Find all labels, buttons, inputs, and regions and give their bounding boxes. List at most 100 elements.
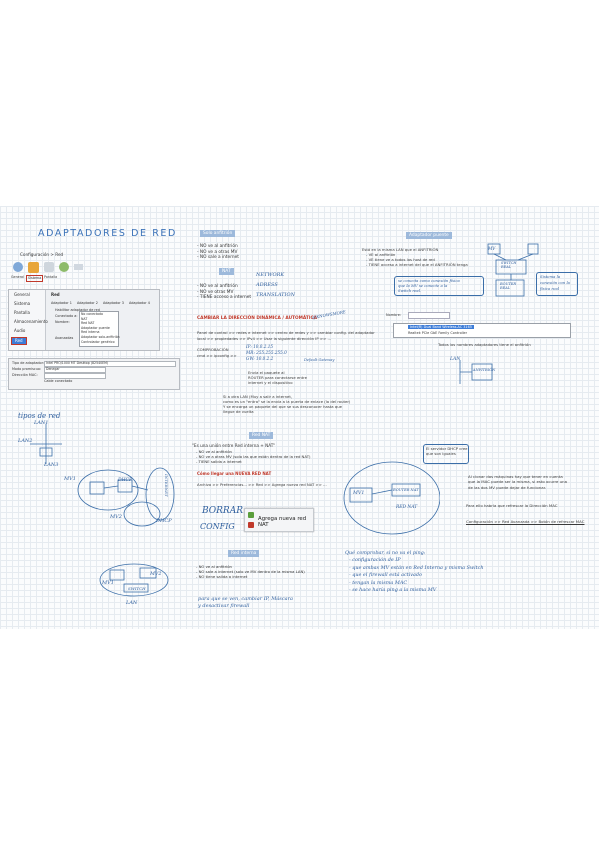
dinamica-heading: CAMBIAR LA DIRECCIÓN DINÁMICA / AUTOMÁTI… (197, 316, 317, 321)
ri-switch-label: SWITCH (128, 586, 146, 591)
puente-below-text: Todos los nombres adaptadores tiene el a… (438, 342, 531, 347)
nic-select[interactable] (408, 312, 450, 319)
puente-hand2-1: conexión con la (540, 280, 570, 285)
ri-mv1-label: MV1 (102, 580, 114, 586)
ip-note-2: GW: 10.0.2.2 (246, 356, 274, 361)
tab-adapter-2[interactable]: Adaptador 2 (77, 301, 98, 305)
tag-red-interna: Red interna (228, 550, 260, 557)
adv-row-1-value: Denegar (46, 367, 60, 371)
remove-network-icon[interactable] (248, 522, 254, 528)
storage-icon[interactable] (59, 262, 69, 272)
adv-row-1-select[interactable]: Denegar (44, 367, 106, 373)
adv-row-0-label: Tipo de adaptador: (12, 361, 45, 365)
advanced-toggle[interactable]: Avanzadas (55, 336, 74, 340)
ip-note-0: IP: 10.0.2.15 (246, 344, 274, 349)
red-nat-list: - NO ve al anfitrión - NO ve a otras MV … (196, 449, 311, 464)
system-icon[interactable] (28, 262, 39, 273)
comp-line-2: - que ambas MV están en Red Interna y mi… (349, 564, 484, 571)
red-interna-sketch (99, 563, 169, 597)
nic-option-1[interactable]: Realtek PCIe GbE Family Controller (408, 330, 468, 335)
tab-adapter-3[interactable]: Adaptador 3 (103, 301, 124, 305)
option-5[interactable]: Adaptador solo-anfitrión (81, 335, 120, 339)
option-6[interactable]: Controlador genérico (81, 339, 115, 344)
switch-real-0: SWITCH (501, 261, 517, 265)
nat-mv-label: MV1 (64, 476, 76, 482)
puente-hand-1: que la MV se conecte a la (398, 283, 448, 289)
add-network-icon[interactable] (248, 512, 254, 518)
nat-item-2: - TIENE acceso a internet (197, 295, 252, 301)
adv-row-2-label: Dirección MAC: (12, 373, 38, 377)
mac-config-path: Configuración >> Red Avanzada >> Botón d… (466, 519, 585, 524)
comp-line-1: - configuración de IP (349, 557, 401, 564)
audio-icon[interactable] (74, 264, 83, 270)
sa-item-2: - NO sale a internet (197, 255, 239, 261)
nic-option-0[interactable]: Intel(R) Dual Band Wireless-AC 3165 (408, 324, 474, 330)
enable-adapter-checkbox[interactable]: Habilitar adaptador de red (55, 308, 100, 312)
sidebar-item-storage[interactable]: Almacenamiento (14, 319, 48, 324)
option-2[interactable]: Red NAT (81, 321, 95, 326)
ri-lan-label: LAN (126, 600, 138, 606)
sidebar-item-display[interactable]: Pantalla (14, 310, 30, 315)
nat-acronym: NETWORK ADRESS TRANSLATION (256, 270, 295, 300)
router-note-1: ROUTER para conectarse entre (248, 375, 307, 380)
dhcp-mv-label: MV1 (353, 491, 365, 496)
router-real-1: REAL (500, 286, 511, 291)
cable-connected-checkbox[interactable]: Cable conectado (44, 379, 73, 383)
nat-mv2-label: MV2 (110, 514, 122, 520)
tab-adapter-1[interactable]: Adaptador 1 (51, 301, 72, 305)
general-icon[interactable] (13, 262, 23, 272)
puente-line-2: - VE tiene ve a todos los host de red (366, 257, 435, 262)
dhcp-router-label: ROUTER NAT (393, 488, 419, 492)
nat-internet-label: INTERNET (164, 474, 169, 497)
mac-paragraph: Al clonar dos máquinas hay que tener en … (468, 474, 567, 490)
adv-row-0-select[interactable]: Intel PRO/1000 MT Desktop (82540EM) (44, 361, 176, 367)
tag-red-nat: Red NAT (249, 432, 274, 439)
add-nat-menu-item[interactable]: Agrega nueva red (258, 516, 307, 522)
nat-dhcp2-label: DHCP (156, 518, 172, 524)
nic-dropdown[interactable]: Intel(R) Dual Band Wireless-AC 3165 Real… (393, 323, 571, 338)
lan-anfitrion-sketch (459, 360, 493, 384)
option-0[interactable]: No conectado (81, 312, 103, 316)
option-1[interactable]: NAT (81, 316, 88, 321)
sidebar-item-system[interactable]: Sistema (14, 301, 31, 306)
nat-note-0: NETWORK (256, 272, 285, 278)
panel-title: Red (51, 292, 60, 297)
switch-real-1: REAL (501, 265, 512, 270)
adv-row-0-value: Intel PRO/1000 MT Desktop (82540EM) (46, 361, 109, 365)
mac-line-2: de las dos MV puede dejar de funcionar. (468, 484, 547, 490)
toolbar-label-0: General (11, 275, 24, 279)
puente-mv-label: MV (488, 246, 496, 251)
connect-label: Conectado a: (55, 314, 78, 318)
config-window: General Sistema Pantalla Almacenamiento … (8, 289, 160, 351)
notes-sheet: ADAPTADORES DE RED Configuración > Red G… (0, 206, 599, 629)
sidebar-item-network[interactable]: Red (11, 337, 27, 345)
add-nat-menu-item-2[interactable]: NAT (258, 522, 269, 528)
mac-line-0: Al clonar dos máquinas hay que tener en … (468, 474, 563, 479)
sidebar-item-general[interactable]: General (14, 292, 30, 297)
tag-nat: NAT (219, 268, 234, 275)
dhcp-callout-1: que son iguales (426, 451, 456, 456)
sa-item-1: - NO ve a otras MV (197, 249, 238, 255)
tipos-heading: tipos de red (18, 412, 61, 420)
comprobar-list: Qué comprobar, si no va el ping: - confi… (345, 550, 484, 594)
option-4[interactable]: Red interna (81, 330, 100, 335)
add-nat-menu: Agrega nueva red NAT (244, 508, 314, 532)
mac-address-field[interactable] (44, 373, 106, 379)
option-3[interactable]: Adaptador puente (81, 325, 110, 330)
red-nat-quote: "Es una unión entre Red interna + NAT" (192, 443, 276, 448)
attached-to-dropdown[interactable]: No conectado NAT Red NAT Adaptador puent… (79, 311, 120, 347)
puente-line-0: Está en la misma LAN que el ANFITRIÓN (362, 247, 439, 252)
dhcp-callout: El servidor DHCP cree que son iguales (423, 444, 469, 464)
lan-sketch (30, 424, 62, 464)
router-real: ROUTER REAL (500, 282, 516, 290)
comp-line-0: Qué comprobar, si no va el ping: (345, 550, 426, 556)
new-red-nat-heading: Cómo llegar una NUEVA RED NAT (197, 471, 272, 476)
tab-adapter-4[interactable]: Adaptador 4 (129, 301, 150, 305)
ip-note-1: MR: 255.255.255.0 (246, 350, 287, 355)
nat-note-2: TRANSLATION (256, 292, 295, 298)
lan-label-3: LAN3 (44, 462, 59, 468)
sidebar-item-audio[interactable]: Audio (14, 328, 26, 333)
gateway-note: Default Gateway (304, 358, 335, 362)
para-line-2: Y se encarga un paquete del que se sus d… (223, 404, 342, 409)
display-icon[interactable] (44, 262, 54, 272)
